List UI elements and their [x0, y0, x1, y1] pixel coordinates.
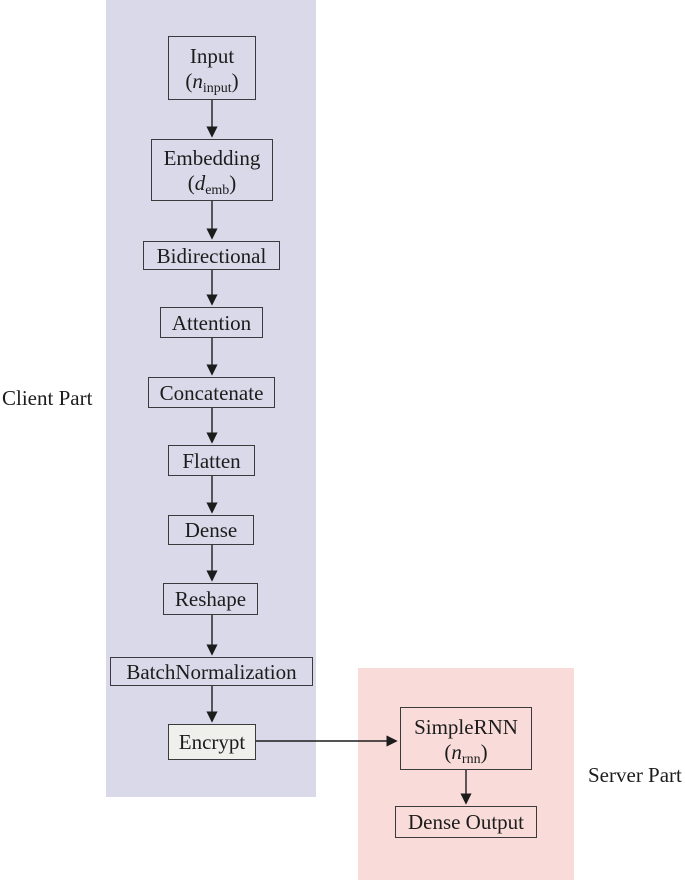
node-simplernn-param: (nrnn)	[444, 739, 488, 767]
node-concatenate-title: Concatenate	[159, 380, 264, 405]
node-flatten: Flatten	[168, 445, 255, 476]
node-batchnormalization: BatchNormalization	[110, 657, 313, 686]
client-part-label: Client Part	[2, 386, 93, 410]
node-dense-output-title: Dense Output	[407, 810, 525, 834]
node-flatten-title: Flatten	[182, 448, 241, 473]
node-embedding-param: (demb)	[187, 171, 237, 198]
node-reshape-title: Reshape	[174, 587, 247, 611]
server-region	[358, 668, 574, 880]
server-part-label: Server Part	[588, 763, 682, 787]
node-embedding: Embedding (demb)	[151, 139, 273, 201]
node-embedding-title: Embedding	[163, 146, 261, 170]
node-attention: Attention	[160, 307, 263, 338]
node-dense: Dense	[168, 515, 254, 545]
node-simplernn: SimpleRNN (nrnn)	[400, 707, 532, 770]
node-dense-title: Dense	[184, 518, 238, 542]
node-encrypt-title: Encrypt	[178, 730, 246, 754]
node-encrypt: Encrypt	[168, 724, 256, 760]
node-batchnormalization-title: BatchNormalization	[126, 659, 297, 684]
node-reshape: Reshape	[163, 583, 258, 615]
node-input: Input (ninput)	[168, 36, 256, 100]
node-concatenate: Concatenate	[148, 377, 275, 408]
node-simplernn-title: SimpleRNN	[414, 714, 518, 739]
node-dense-output: Dense Output	[395, 806, 537, 838]
node-attention-title: Attention	[171, 310, 252, 335]
node-bidirectional-title: Bidirectional	[156, 243, 267, 268]
node-input-title: Input	[189, 44, 235, 68]
node-input-param: (ninput)	[185, 69, 239, 96]
node-bidirectional: Bidirectional	[143, 241, 280, 270]
